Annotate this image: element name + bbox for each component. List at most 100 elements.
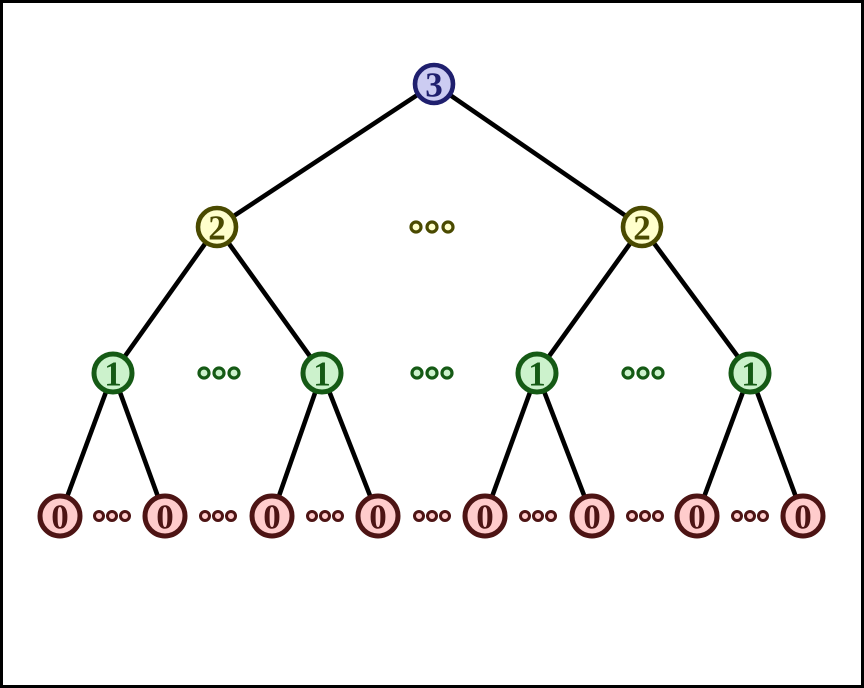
node-label: 0 (369, 498, 387, 537)
tree-edge (269, 372, 325, 517)
node-circle (674, 493, 720, 539)
ellipsis-dots-icon (519, 510, 557, 522)
node-circle (37, 493, 83, 539)
ellipsis-dot (225, 510, 237, 522)
ellipsis-dot (744, 510, 756, 522)
ellipsis-groups-depth-1 (197, 366, 665, 380)
tree-edge (215, 82, 436, 229)
tree-node-depth-0: 0 (780, 493, 826, 539)
ellipsis-dot (636, 366, 650, 380)
node-circle (620, 205, 664, 249)
ellipsis-dot (639, 510, 651, 522)
node-label: 1 (104, 355, 122, 394)
tree-node-depth-1: 1 (91, 351, 135, 395)
node-label: 3 (425, 66, 443, 105)
ellipsis-dot (545, 510, 557, 522)
ellipsis-dots-icon (410, 366, 454, 380)
tree-edge (57, 372, 116, 517)
ellipsis-dots-icon (93, 510, 131, 522)
node-circle (569, 493, 615, 539)
tree-edge (535, 225, 644, 375)
tree-edge (747, 372, 806, 517)
tree-edge (432, 82, 644, 229)
node-circle (249, 493, 295, 539)
ellipsis-dot (227, 366, 241, 380)
ellipsis-dots-icon (409, 220, 455, 234)
node-label: 0 (476, 498, 494, 537)
tree-node-depth-1: 1 (515, 351, 559, 395)
ellipsis-dots-icon (306, 510, 344, 522)
node-circle (728, 351, 772, 395)
tree-nodes-depth-1: 1 1 1 1 (91, 351, 772, 395)
tree-node-depth-2: 2 (620, 205, 664, 249)
tree-node-depth-0: 0 (355, 493, 401, 539)
ellipsis-dot (757, 510, 769, 522)
tree-node-depth-2: 2 (195, 205, 239, 249)
ellipsis-dot (332, 510, 344, 522)
ellipsis-dots-icon (197, 366, 241, 380)
node-label: 0 (688, 498, 706, 537)
tree-node-depth-0: 0 (462, 493, 508, 539)
tree-node-depth-1: 1 (728, 351, 772, 395)
ellipsis-dot (532, 510, 544, 522)
ellipsis-dot (413, 510, 425, 522)
tree-node-depth-1: 1 (300, 351, 344, 395)
tree-node-depth-0: 0 (249, 493, 295, 539)
tree-edges (57, 82, 806, 517)
ellipsis-dot (425, 220, 439, 234)
tree-edge (111, 225, 219, 375)
node-circle (195, 205, 239, 249)
ellipsis-dot (425, 366, 439, 380)
ellipsis-dot (410, 366, 424, 380)
node-label: 0 (583, 498, 601, 537)
tree-edge (215, 225, 324, 375)
ellipsis-dot (426, 510, 438, 522)
node-circle (355, 493, 401, 539)
ellipsis-dot (440, 366, 454, 380)
tree-edge (694, 372, 753, 517)
ellipsis-dot (199, 510, 211, 522)
node-label: 0 (51, 498, 69, 537)
ellipsis-dot (319, 510, 331, 522)
ellipsis-dot (197, 366, 211, 380)
node-label: 2 (633, 209, 651, 248)
node-label: 2 (208, 209, 226, 248)
ellipsis-dot (651, 366, 665, 380)
tree-edge (319, 372, 381, 517)
ellipsis-dot (621, 366, 635, 380)
node-circle (462, 493, 508, 539)
node-circle (780, 493, 826, 539)
ellipsis-groups-depth-2 (409, 220, 455, 234)
node-label: 0 (794, 498, 812, 537)
ellipsis-dot (439, 510, 451, 522)
tree-edge (640, 225, 752, 375)
node-circle (300, 351, 344, 395)
ellipsis-dots-icon (199, 510, 237, 522)
ellipsis-dot (519, 510, 531, 522)
node-circle (515, 351, 559, 395)
tree-edge (482, 372, 540, 517)
node-label: 1 (528, 355, 546, 394)
ellipsis-dots-icon (621, 366, 665, 380)
tree-edge (110, 372, 168, 517)
ellipsis-dot (119, 510, 131, 522)
node-label: 0 (263, 498, 281, 537)
tree-node-depth-0: 0 (37, 493, 83, 539)
tree-node-depth-0: 0 (142, 493, 188, 539)
tree-node-depth-0: 0 (674, 493, 720, 539)
node-label: 0 (156, 498, 174, 537)
ellipsis-dot (93, 510, 105, 522)
node-circle (412, 62, 456, 106)
node-circle (142, 493, 188, 539)
ellipsis-dots-icon (731, 510, 769, 522)
tree-node-depth-3: 3 (412, 62, 456, 106)
tree-edge (534, 372, 595, 517)
ellipsis-dot (106, 510, 118, 522)
tree-nodes-depth-3: 3 (412, 62, 456, 106)
ellipsis-dot (441, 220, 455, 234)
ellipsis-dots-icon (626, 510, 664, 522)
node-circle (91, 351, 135, 395)
ellipsis-dot (731, 510, 743, 522)
